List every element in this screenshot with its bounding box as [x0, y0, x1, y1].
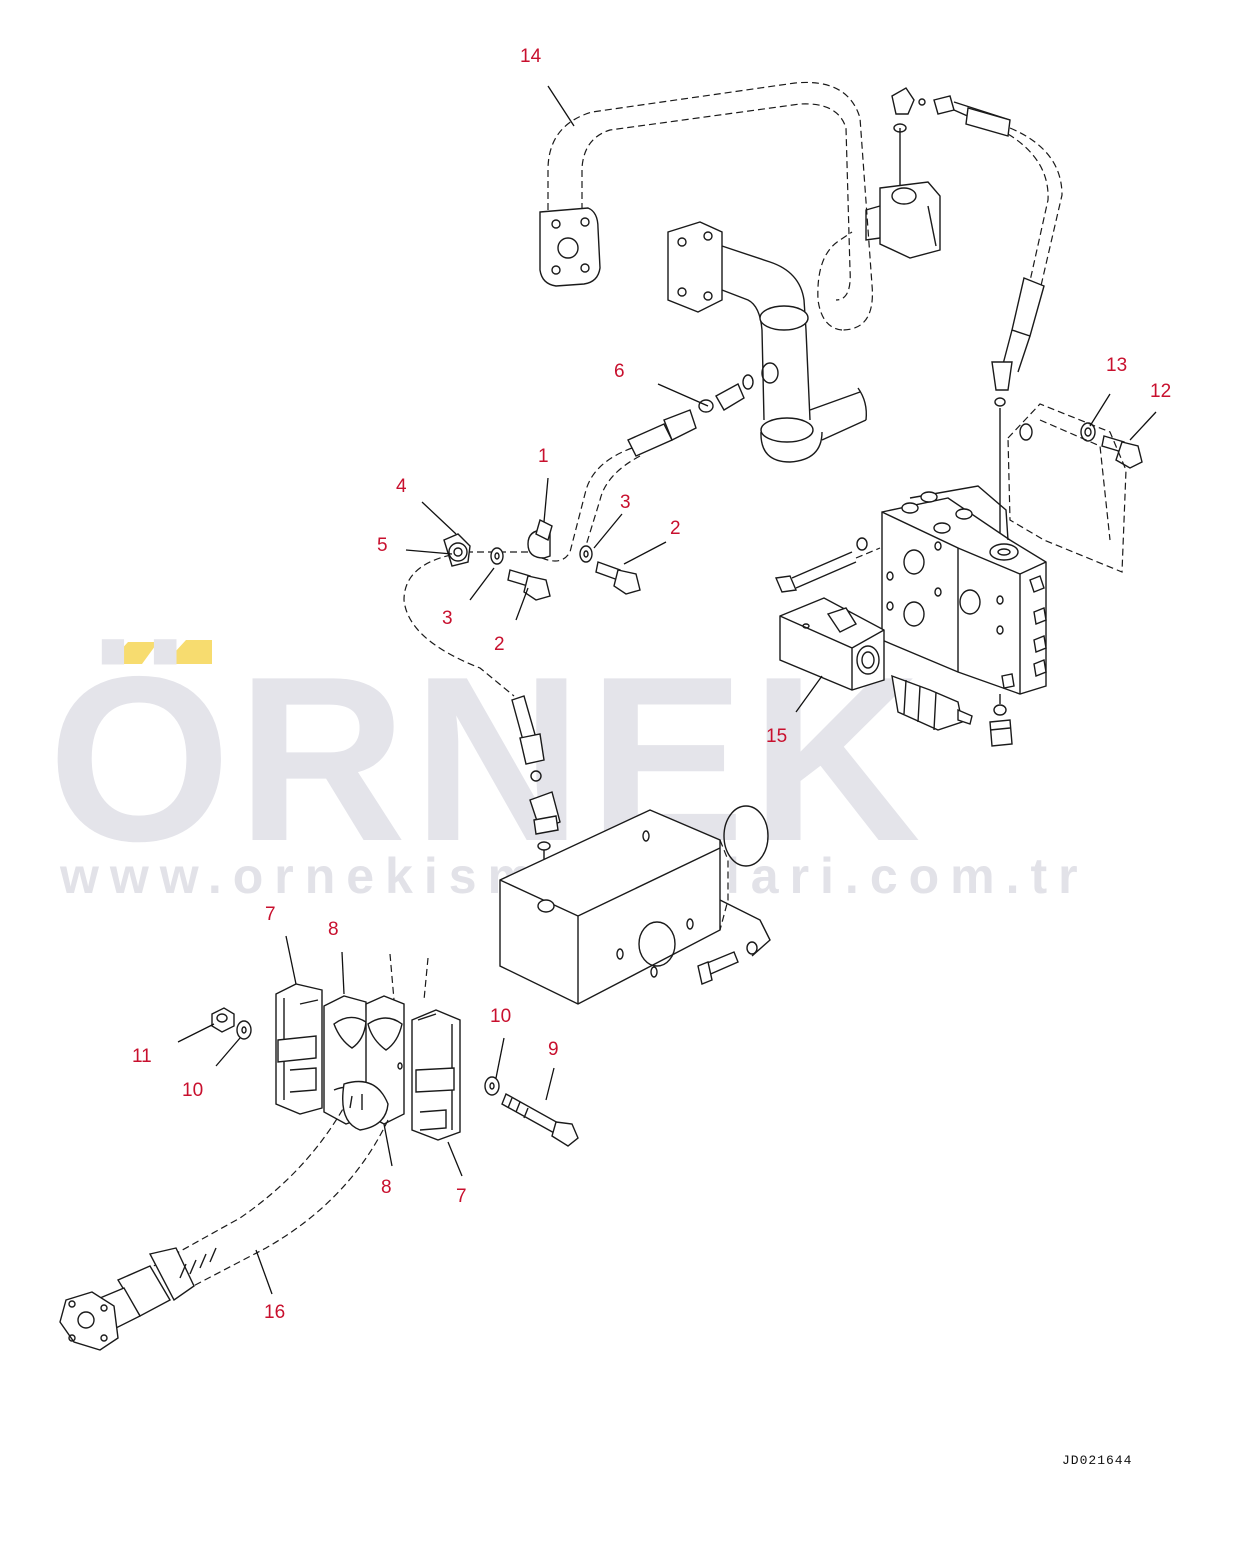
- leader-11: [177, 1023, 215, 1043]
- callout-10-right: 10: [490, 1006, 511, 1027]
- leader-13: [1089, 393, 1111, 427]
- washer-10-left: [236, 1020, 252, 1040]
- callouts: 14 6 1 4 5 3 3 2 2 13 12 15 7 8 10 9 11 …: [132, 46, 1171, 1323]
- drawing-code: JD021644: [1062, 1453, 1132, 1468]
- callout-5: 5: [377, 535, 388, 556]
- watermark-brand: ÖRNEK: [48, 627, 927, 890]
- callout-3-left: 3: [442, 608, 453, 629]
- upper-right-fitting: [865, 87, 1063, 545]
- watermark-accent-mark-right: [164, 640, 212, 664]
- gasket-plate: [1007, 403, 1127, 573]
- callout-16: 16: [264, 1302, 285, 1323]
- control-valve: [881, 485, 1047, 747]
- leader-15: [795, 675, 823, 713]
- callout-11: 11: [132, 1046, 152, 1067]
- leader-16: [255, 1249, 273, 1295]
- washer-13: [1080, 422, 1096, 442]
- leader-8a: [341, 951, 345, 995]
- bolt-2-right: [595, 561, 641, 595]
- washer-10-right: [484, 1076, 500, 1096]
- leader-12: [1129, 411, 1157, 441]
- bolt-9: [501, 1093, 579, 1147]
- callout-7-top: 7: [265, 904, 276, 925]
- callout-4: 4: [396, 476, 407, 497]
- callout-7-bottom: 7: [456, 1186, 467, 1207]
- nut-11: [211, 1007, 235, 1033]
- valve-long-bolt: [774, 537, 881, 593]
- pump-block: [499, 805, 771, 1005]
- clamp-cover-7-left: [275, 983, 323, 1115]
- clamp-cover-7-right: [411, 1009, 461, 1141]
- callout-8-bottom: 8: [381, 1177, 392, 1198]
- clamp-1: [527, 518, 553, 559]
- leader-2b: [623, 541, 667, 565]
- leader-7a: [285, 935, 297, 985]
- middle-hose: [403, 374, 754, 902]
- leader-14: [547, 85, 575, 127]
- leader-lines: [177, 85, 1157, 1295]
- callout-15: 15: [766, 726, 787, 747]
- callout-6: 6: [614, 361, 625, 382]
- hose-16: [59, 953, 429, 1351]
- leader-4: [421, 501, 457, 535]
- manifold-block-15: [779, 597, 973, 731]
- callout-9: 9: [548, 1039, 559, 1060]
- elbow-pipe: [667, 221, 868, 463]
- callout-12: 12: [1150, 381, 1171, 402]
- callout-8-top: 8: [328, 919, 339, 940]
- leader-3a: [469, 567, 495, 601]
- leader-10a: [215, 1037, 241, 1067]
- bolt-12: [1101, 435, 1143, 469]
- callout-10-left: 10: [182, 1080, 203, 1101]
- washer-3-right: [579, 545, 593, 563]
- bolt-2-left: [507, 569, 551, 601]
- callout-3-right: 3: [620, 492, 631, 513]
- watermark-accent-mark-left: [108, 642, 158, 664]
- leader-3b: [593, 513, 623, 549]
- watermark: ÖRNEK www.ornekismakinalari.com.tr: [48, 627, 1078, 904]
- callout-13: 13: [1106, 355, 1127, 376]
- callout-2-left: 2: [494, 634, 505, 655]
- leader-5: [405, 549, 453, 555]
- leader-7b: [447, 1141, 463, 1177]
- callout-1: 1: [538, 446, 549, 467]
- leader-2a: [515, 587, 529, 621]
- callout-14: 14: [520, 46, 542, 67]
- leader-1: [543, 477, 549, 523]
- callout-2-right: 2: [670, 518, 681, 539]
- leader-6: [657, 383, 709, 407]
- clip-4: [443, 533, 471, 567]
- leader-8b: [383, 1123, 393, 1167]
- leader-9: [545, 1067, 555, 1101]
- leader-10b: [495, 1037, 505, 1079]
- washer-3-left: [490, 547, 504, 565]
- tube-14: [539, 81, 874, 331]
